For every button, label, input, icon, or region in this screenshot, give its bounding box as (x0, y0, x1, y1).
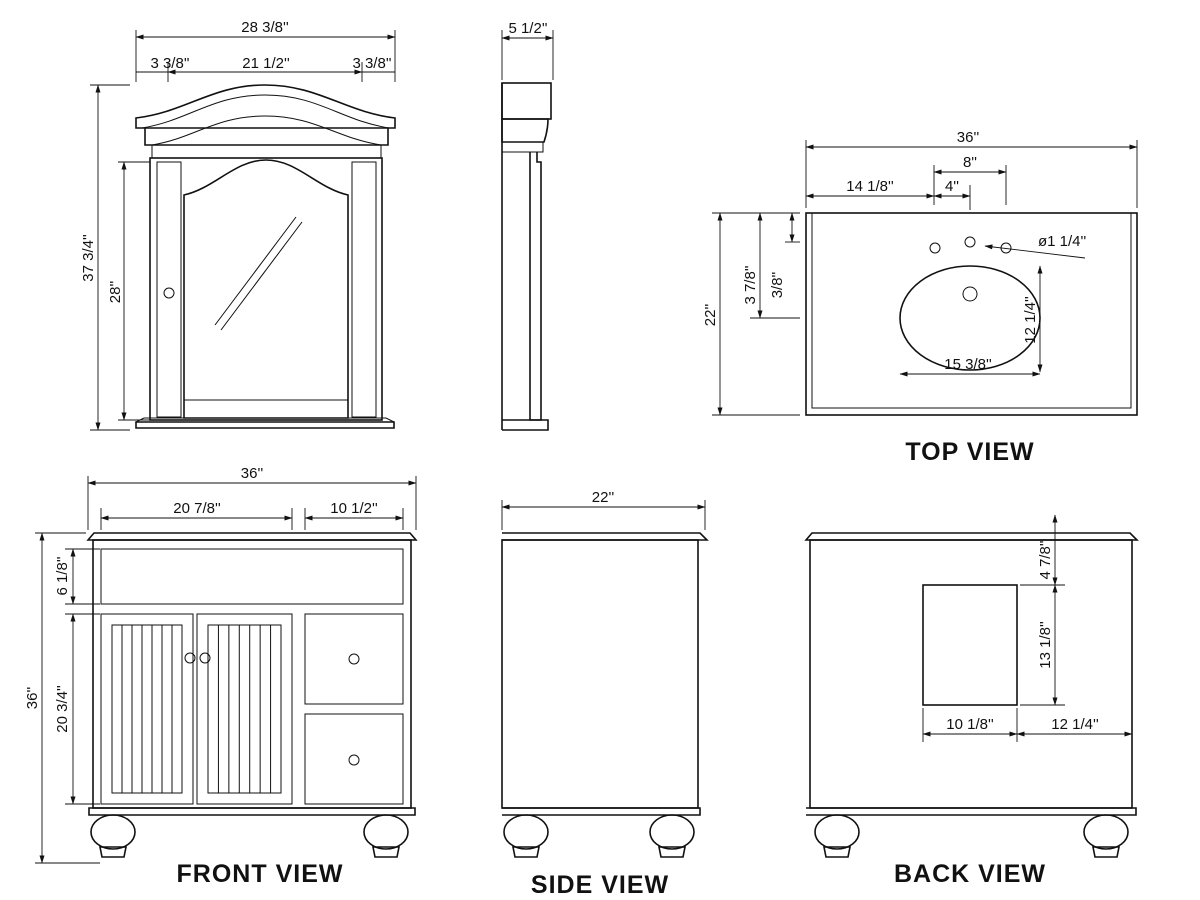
edge-to-holes: 3/8'' (769, 272, 786, 299)
faucet-hole-center (964, 236, 976, 248)
drawer-section-width: 10 1/2'' (330, 500, 378, 517)
vanity-front-dimensions: 36'' 20 7/8'' 10 1/2'' 36'' 6 1/8'' 20 3… (24, 465, 417, 888)
mirror-door-height: 28'' (107, 281, 124, 304)
edge-to-faucet: 14 1/8'' (846, 178, 894, 195)
vanity-front-view (86, 532, 418, 858)
bowl-width: 15 3/8'' (944, 356, 992, 373)
faucet-hole-left (929, 242, 941, 254)
opening-height: 13 1/8'' (1037, 621, 1054, 669)
top-view (805, 212, 1138, 416)
vanity-side-dimensions: 22'' SIDE VIEW (501, 489, 706, 899)
top-width: 36'' (957, 129, 980, 146)
mirror-depth: 5 1/2'' (508, 20, 547, 37)
vanity-depth: 22'' (592, 489, 615, 506)
mirror-center-opening: 21 1/2'' (242, 55, 290, 72)
bowl-depth: 12 1/4'' (1022, 296, 1039, 344)
vanity-width: 36'' (241, 465, 264, 482)
back-view-title: BACK VIEW (894, 860, 1046, 888)
mirror-side-dimensions: 5 1/2'' (501, 20, 554, 80)
faucet-half: 4'' (945, 178, 959, 195)
drain-hole (962, 286, 978, 302)
edge-to-bowl: 3 7/8'' (742, 265, 759, 304)
vanity-height: 36'' (24, 687, 41, 710)
hole-diameter: ø1 1/4'' (1038, 233, 1086, 250)
top-depth: 22'' (702, 304, 719, 327)
opening-right-offset: 12 1/4'' (1051, 716, 1099, 733)
mirror-front-dimensions: 28 3/8'' 3 3/8'' 21 1/2'' 3 3/8'' 37 3/4… (80, 19, 396, 431)
mirror-side-view (501, 82, 552, 431)
opening-width: 10 1/8'' (946, 716, 994, 733)
vanity-side-view (501, 532, 709, 858)
opening-top-offset: 4 7/8'' (1037, 540, 1054, 579)
mirror-left-frame: 3 3/8'' (150, 55, 189, 72)
mirror-front-view (135, 84, 396, 429)
door-slats-left (121, 625, 173, 793)
top-view-dimensions: 36'' 8'' 14 1/8'' 4'' ø1 1/4'' 22'' 3 7/… (702, 129, 1138, 466)
mirror-right-frame: 3 3/8'' (352, 55, 391, 72)
door-slats-right (217, 625, 272, 793)
mirror-overall-height: 37 3/4'' (80, 234, 97, 282)
faucet-spread: 8'' (963, 154, 977, 171)
false-front-height: 6 1/8'' (54, 556, 71, 595)
door-height: 20 3/4'' (54, 685, 71, 733)
door-section-width: 20 7/8'' (173, 500, 221, 517)
plumbing-opening (922, 584, 1018, 706)
side-view-title: SIDE VIEW (531, 871, 669, 899)
top-view-title: TOP VIEW (905, 438, 1034, 466)
vanity-back-view (804, 532, 1139, 858)
mirror-overall-width: 28 3/8'' (241, 19, 289, 36)
front-view-title: FRONT VIEW (177, 860, 344, 888)
vanity-back-dimensions: 4 7/8'' 13 1/8'' 10 1/8'' 12 1/4'' BACK … (894, 514, 1133, 888)
